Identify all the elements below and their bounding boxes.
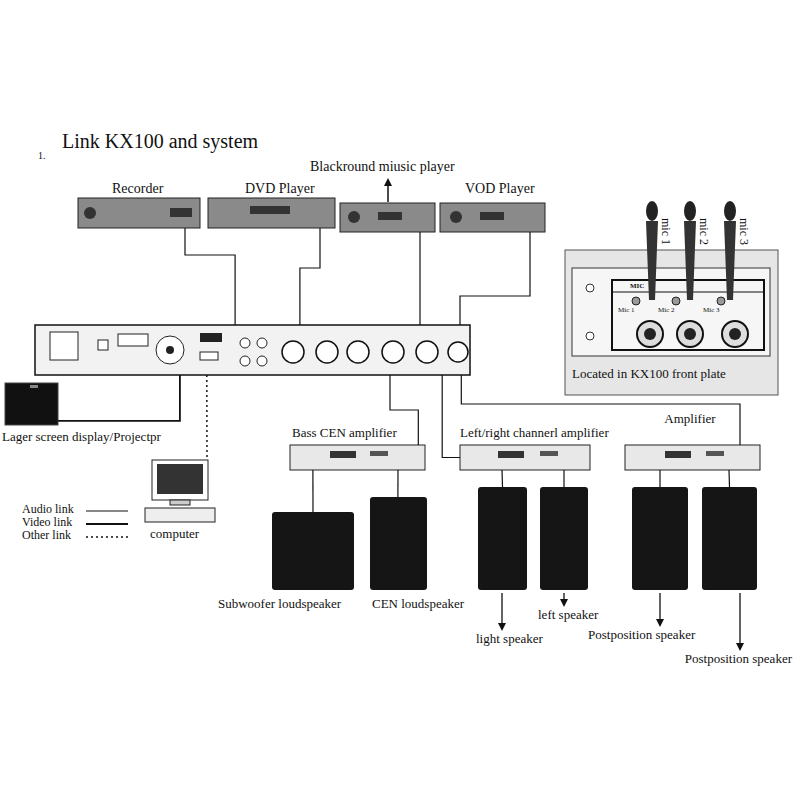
- panel-label: mic 1: [658, 218, 672, 245]
- signal-cable: [397, 470, 398, 497]
- device-label: DVD Player: [245, 181, 315, 197]
- legend-text: Audio link: [22, 503, 74, 517]
- bgm-unit: [340, 203, 435, 232]
- amplifier-unit: [625, 445, 760, 470]
- speaker-cabinet: [272, 512, 354, 590]
- device-node: Located in KX100 front plate: [565, 250, 778, 395]
- amplifier-unit: [460, 445, 590, 470]
- signal-cable: [185, 228, 235, 325]
- leader-arrow: [501, 593, 502, 627]
- device-label: Blackround miusic player: [310, 159, 455, 175]
- device-node: Recorder: [78, 198, 200, 228]
- device-node: Postposition speaker: [702, 487, 757, 590]
- amplifier-unit: [290, 445, 425, 470]
- panel-label: Mic 2: [658, 306, 675, 314]
- device-node: Subwoofer loudspeaker: [272, 512, 354, 590]
- speaker-cabinet: [702, 487, 757, 590]
- legend-text: Other link: [22, 529, 71, 543]
- panel-label: mic 2: [696, 218, 710, 245]
- signal-cable: [501, 470, 503, 487]
- device-label: Left/right channerl amplifier: [460, 426, 609, 441]
- speaker-cabinet: [540, 487, 588, 590]
- callout-arrow: [387, 182, 389, 202]
- device-label: Recorder: [112, 181, 163, 197]
- device-label: Bass CEN amplifier: [292, 426, 397, 441]
- device-node: Left/right channerl amplifier: [460, 445, 590, 470]
- signal-cable: [442, 375, 460, 458]
- speaker-cabinet: [632, 487, 688, 590]
- device-node: left speaker: [540, 487, 588, 590]
- signal-cable: [58, 375, 180, 421]
- device-label: Postposition speaker: [588, 628, 695, 643]
- vod-unit: [440, 203, 545, 232]
- device-node: Blackround miusic player: [340, 203, 435, 232]
- diagram-title: Link KX100 and system: [62, 130, 258, 153]
- device-node: light speaker: [478, 487, 527, 590]
- device-label: light speaker: [476, 632, 543, 647]
- legend-sample: [86, 523, 128, 525]
- speaker-cabinet: [370, 497, 427, 590]
- dvd-unit: [208, 198, 335, 228]
- leader-arrow: [659, 593, 660, 623]
- panel-label: mic 3: [736, 218, 750, 245]
- signal-cable: [312, 470, 313, 512]
- signal-cable: [460, 232, 530, 325]
- device-label: Located in KX100 front plate: [572, 367, 726, 382]
- device-node: Amplifier: [625, 445, 760, 470]
- kx100-rear-panel: [35, 325, 470, 375]
- device-label: computer: [150, 527, 199, 542]
- legend-text: Video link: [22, 516, 72, 530]
- front-plate: [572, 268, 770, 356]
- display-screen: [5, 383, 58, 425]
- microphone: [646, 201, 658, 300]
- recorder-unit: [78, 198, 200, 228]
- device-label: Postposition speaker: [685, 652, 792, 667]
- device-node: Lager screen display/Projectpr: [5, 383, 58, 425]
- device-node: Bass CEN amplifier: [290, 445, 425, 470]
- device-label: CEN loudspeaker: [372, 597, 464, 612]
- device-node: CEN loudspeaker: [370, 497, 427, 590]
- device-label: VOD Player: [465, 181, 535, 197]
- signal-cable: [419, 232, 420, 325]
- panel-label: Mic 1: [618, 306, 635, 314]
- legend-sample: [86, 536, 128, 538]
- device-node: [35, 325, 470, 375]
- front-plate-region: [565, 250, 778, 395]
- mic-jack: [722, 321, 748, 347]
- mic-jack: [637, 321, 663, 347]
- panel-label: Mic 3: [703, 306, 720, 314]
- device-label: Amplifier: [664, 412, 715, 427]
- leader-arrow: [563, 593, 564, 603]
- panel-label: MIC: [630, 282, 644, 290]
- signal-cable: [563, 470, 564, 487]
- computer-monitor: [152, 460, 208, 500]
- legend-sample: [86, 510, 128, 511]
- speaker-cabinet: [478, 487, 527, 590]
- device-node: VOD Player: [440, 203, 545, 232]
- device-node: Postposition speaker: [632, 487, 688, 590]
- device-node: DVD Player: [208, 198, 335, 228]
- device-label: Lager screen display/Projectpr: [2, 430, 161, 445]
- signal-cable: [728, 470, 730, 487]
- mic-jack: [677, 321, 703, 347]
- leader-arrow: [739, 593, 740, 647]
- device-label: Subwoofer loudspeaker: [218, 597, 341, 612]
- microphone: [684, 201, 696, 300]
- signal-cable: [206, 375, 208, 460]
- device-node: computer: [145, 460, 215, 522]
- microphone: [724, 201, 736, 300]
- panel-label: 1.: [38, 150, 46, 162]
- signal-cable: [659, 470, 660, 487]
- device-label: left speaker: [538, 608, 598, 623]
- signal-cable: [300, 228, 320, 325]
